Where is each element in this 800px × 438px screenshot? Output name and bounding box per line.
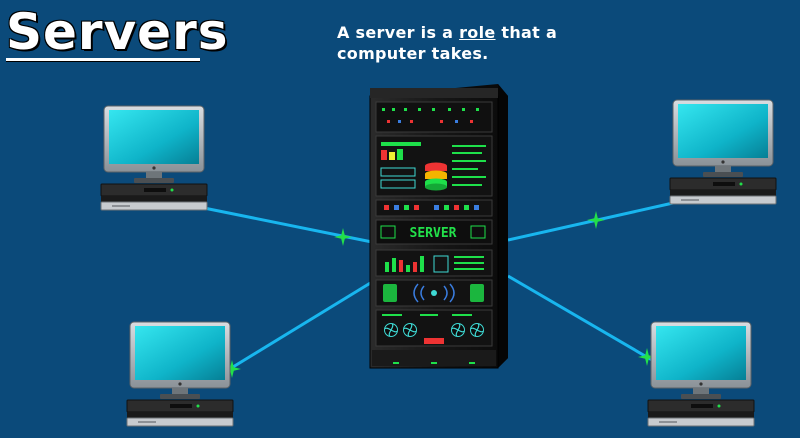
desktop-computer-icon [126,321,234,427]
rack-label: SERVER [410,226,457,241]
caption-emphasis: role [459,23,496,42]
connection-lines [203,201,674,372]
caption: A server is a role that a computer takes… [337,22,597,64]
caption-text-before: A server is a [337,23,460,42]
page-title: Servers [6,3,229,61]
fan-icon [450,322,466,338]
link-top-right [507,201,674,242]
desktop-computer-icon [669,99,777,205]
title-underline [6,58,200,61]
caption-text-after: that a computer takes. [337,23,558,63]
fan-icon [402,322,418,338]
fan-icon [469,322,485,338]
link-bottom-right [507,274,653,362]
database-icon [425,162,447,191]
link-bottom-left [227,280,373,372]
desktop-computer-icon [647,321,755,427]
connection-spark-icon [334,228,352,246]
desktop-computer-icon [100,105,208,211]
connection-spark-icon [587,211,605,229]
server-rack-icon: SERVER [369,84,508,369]
fan-icon [383,322,399,338]
